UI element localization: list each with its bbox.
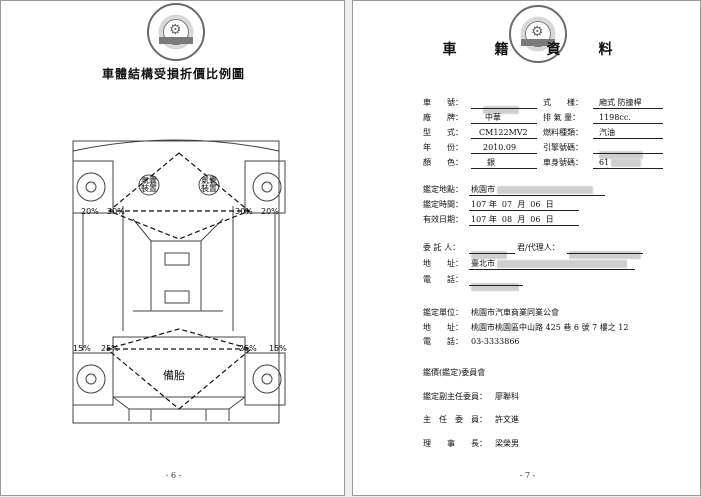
color-value: 銀 xyxy=(487,158,495,167)
vice-chair-value: 廖聯科 xyxy=(495,392,519,401)
rear-right-wheel-icon xyxy=(252,364,282,394)
appraisal-time-value: 107 年 07 月 06 日 xyxy=(471,200,554,209)
right-page: ⚙ 車籍資料 車 號： 式 樣： 廂式 防撞桿 廠 牌： 中華 排 氣 量： 1… xyxy=(352,0,701,496)
diagram-title: 車體結構受損折價比例圖 xyxy=(101,67,245,81)
percent-label-rear-left-inner: 25% xyxy=(101,344,119,353)
rear-damage-zone xyxy=(105,328,253,410)
model-value: CM122MV2 xyxy=(479,128,528,137)
brand-label: 廠 牌： xyxy=(423,113,463,122)
percent-label-front-left-outer: 20% xyxy=(81,207,99,216)
percent-label-rear-left-outer: 15% xyxy=(73,344,91,353)
director-label: 理 事 長： xyxy=(423,439,487,448)
year-label: 年 份： xyxy=(423,143,463,152)
front-right-wheel-icon xyxy=(252,172,282,202)
page-number: - 6 - xyxy=(165,471,182,480)
client-address-value: 臺北市 xyxy=(471,259,627,269)
year-value: 2010.09 xyxy=(483,143,517,152)
airbag-left-icon xyxy=(138,174,160,196)
body-number-label: 車身號碼： xyxy=(543,158,583,167)
plate-label: 車 號： xyxy=(423,98,463,107)
engine-value-redacted xyxy=(599,144,643,163)
org-unit-label: 鑑定單位： xyxy=(423,308,463,317)
front-left-wheel-icon xyxy=(76,172,106,202)
car-body-outline xyxy=(72,140,280,424)
rear-left-wheel-icon xyxy=(76,364,106,394)
fuel-label: 燃料種類： xyxy=(543,128,583,137)
association-seal-logo: ⚙ xyxy=(509,5,567,63)
percent-label-rear-right-outer: 15% xyxy=(269,344,287,353)
front-damage-zone xyxy=(107,152,251,240)
engine-label: 引擎號碼： xyxy=(543,143,583,152)
chair-value: 許文進 xyxy=(495,415,519,424)
client-label: 委 託 人： xyxy=(423,243,461,252)
client-value-redacted xyxy=(471,244,507,263)
airbag-right-icon xyxy=(198,174,220,196)
valid-date-value: 107 年 08 月 06 日 xyxy=(471,215,554,224)
appraisal-location-label: 鑑定地點： xyxy=(423,185,463,194)
airbag-left-label: 氣囊裝置 xyxy=(141,176,157,193)
client-phone-label: 電 話： xyxy=(423,275,463,284)
org-phone-label: 電 話： xyxy=(423,337,463,346)
displacement-label: 排 氣 量： xyxy=(543,113,581,122)
association-seal-logo: ⚙ xyxy=(147,3,205,61)
org-address-label: 地 址： xyxy=(423,323,463,332)
style-label: 式 樣： xyxy=(543,98,583,107)
valid-date-label: 有效日期： xyxy=(423,215,463,224)
fuel-value: 汽油 xyxy=(599,128,615,137)
left-page: ⚙ 車體結構受損折價比例圖 xyxy=(0,0,345,496)
plate-value-redacted xyxy=(483,99,519,118)
percent-label-rear-right-inner: 25% xyxy=(239,344,257,353)
appraisal-location-value: 桃園市 xyxy=(471,185,593,195)
spare-tire-label: 備胎 xyxy=(163,369,185,382)
page-number: - 7 - xyxy=(519,471,536,480)
percent-label-front-right-inner: 30% xyxy=(235,207,253,216)
org-phone-value: 03-3333866 xyxy=(471,337,520,346)
displacement-value: 1198cc. xyxy=(599,113,631,122)
car-structure-diagram xyxy=(72,139,286,424)
org-unit-value: 桃園市汽車商業同業公會 xyxy=(471,308,559,317)
appraisal-time-label: 鑑定時間： xyxy=(423,200,463,209)
client-address-label: 地 址： xyxy=(423,259,463,268)
color-label: 顏 色： xyxy=(423,158,463,167)
body-number-value: 61 xyxy=(599,158,642,168)
percent-label-front-right-outer: 20% xyxy=(261,207,279,216)
org-address-value: 桃園市桃園區中山路 425 巷 6 號 7 樓之 12 xyxy=(471,323,629,332)
committee-heading: 鑑價(鑑定)委員會 xyxy=(423,368,486,377)
vehicle-record-title: 車籍資料 xyxy=(442,42,651,58)
vice-chair-label: 鑑定副主任委員： xyxy=(423,392,487,401)
style-value: 廂式 防撞桿 xyxy=(599,98,642,107)
agent-label: 君/代理人： xyxy=(517,243,560,252)
chair-label: 主 任 委 員： xyxy=(423,415,487,424)
model-label: 型 式： xyxy=(423,128,463,137)
brand-value: 中華 xyxy=(485,113,501,122)
agent-value-redacted xyxy=(569,244,641,263)
client-phone-value-redacted xyxy=(471,276,519,295)
airbag-right-label: 氣囊裝置 xyxy=(201,176,217,193)
director-value: 梁榮男 xyxy=(495,439,519,448)
percent-label-front-left-inner: 30% xyxy=(107,207,125,216)
